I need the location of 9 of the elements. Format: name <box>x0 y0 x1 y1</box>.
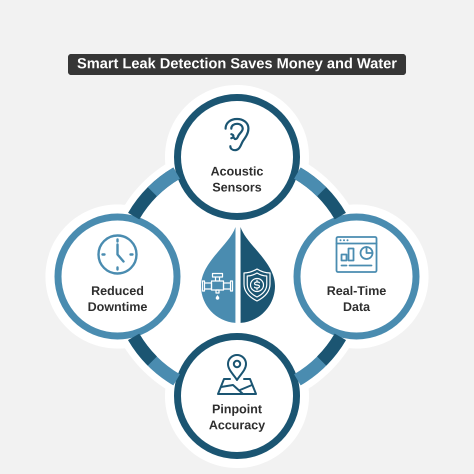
connector-arc <box>294 168 346 220</box>
title-banner: Smart Leak Detection Saves Money and Water <box>68 54 406 75</box>
connector-arc <box>128 168 180 220</box>
feature-label: Acoustic Sensors <box>210 166 264 192</box>
feature-label: Pinpoint Accuracy <box>209 404 266 432</box>
connector-arc <box>128 333 180 386</box>
feature-label: Real-Time Data <box>328 286 386 312</box>
feature-label: Reduced Downtime <box>88 286 147 312</box>
connector-arc <box>294 333 346 386</box>
